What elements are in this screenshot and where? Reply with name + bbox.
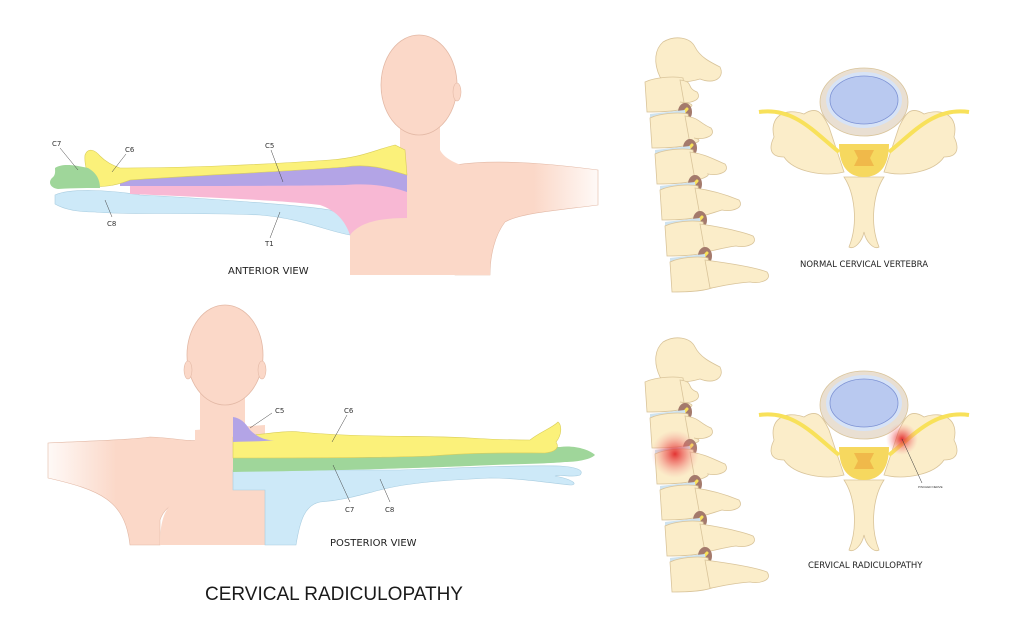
spinous-process [689, 451, 727, 481]
anterior-right-arm [454, 161, 599, 276]
spinous-process-top [843, 176, 885, 249]
dermatome-c6-anterior [84, 144, 408, 187]
ear-icon [452, 82, 462, 102]
label-c6-posterior: C6 [331, 407, 354, 443]
vertebra-c1 [655, 37, 722, 83]
label-c5-posterior: C5 [249, 407, 284, 429]
main-title: CERVICAL RADICULOPATHY [205, 584, 463, 605]
nerve-root-right [887, 109, 970, 154]
label-text: C7 [52, 140, 61, 148]
spinous-process [679, 79, 699, 109]
label-c8-anterior: C8 [104, 199, 116, 228]
vertebra-c1 [655, 337, 722, 383]
posterior-figure: C5 C6 C7 C8 POSTERIOR VIEW [47, 304, 595, 549]
label-t1-anterior: T1 [264, 211, 281, 248]
dermatome-c8-posterior [232, 465, 582, 546]
spinous-process [679, 379, 699, 409]
label-c8-posterior: C8 [379, 478, 394, 514]
grey-matter [854, 150, 874, 166]
spinous-process [694, 487, 741, 517]
spine-side-normal [644, 37, 769, 293]
annotation-leader [901, 438, 923, 484]
label-c7-anterior: C7 [52, 140, 79, 171]
dermatome-c7-anterior [50, 164, 100, 189]
label-text: C5 [275, 407, 284, 415]
label-text: C5 [265, 142, 274, 150]
spine-side-affected [644, 337, 769, 593]
transverse-process-left [770, 110, 845, 175]
spinous-process-top [843, 479, 885, 552]
label-text: C6 [125, 146, 135, 154]
label-c5-anterior: C5 [265, 142, 284, 183]
anterior-head [380, 34, 458, 136]
inflammation-glow [651, 430, 699, 478]
label-text: C8 [385, 506, 394, 514]
spinous-process [699, 523, 755, 553]
affected-vertebra-caption: CERVICAL RADICULOPATHY [808, 561, 923, 571]
grey-matter [854, 453, 874, 469]
vertebra-top-affected: PINCHED NERVE [758, 370, 970, 552]
normal-vertebra-caption: NORMAL CERVICAL VERTEBRA [800, 260, 928, 270]
pinched-nerve-label: PINCHED NERVE [918, 485, 943, 489]
dermatome-c5-anterior [120, 164, 407, 192]
spinous-process [689, 151, 727, 181]
disc-nucleus [829, 75, 899, 125]
nerve-root-left [758, 412, 841, 457]
dermatome-c5-posterior [233, 417, 275, 442]
anterior-figure: C7 C6 C5 C8 T1 ANTERIOR VIEW [50, 34, 599, 277]
transverse-process-right [883, 110, 958, 175]
spinous-process [704, 559, 769, 589]
posterior-head [186, 304, 264, 406]
spinous-process [684, 115, 713, 145]
label-text: C8 [107, 220, 116, 228]
ear-icon [257, 360, 267, 380]
anterior-torso [350, 150, 490, 275]
dermatome-c6-posterior [232, 421, 562, 459]
ear-icon [183, 360, 193, 380]
label-c7-posterior: C7 [332, 464, 354, 514]
dermatome-medial-anterior [130, 179, 407, 235]
spinous-process [694, 187, 741, 217]
spinous-process [704, 259, 769, 289]
anterior-view-label: ANTERIOR VIEW [228, 266, 309, 277]
posterior-view-label: POSTERIOR VIEW [330, 538, 417, 549]
vertebra-top-normal [758, 67, 970, 249]
spinous-process [699, 223, 755, 253]
label-text: T1 [264, 240, 274, 248]
nerve-root-left [758, 109, 841, 154]
transverse-process-left [770, 413, 845, 478]
label-text: C6 [344, 407, 354, 415]
disc-nucleus [829, 378, 899, 428]
label-c6-anterior: C6 [111, 146, 135, 173]
label-text: C7 [345, 506, 354, 514]
